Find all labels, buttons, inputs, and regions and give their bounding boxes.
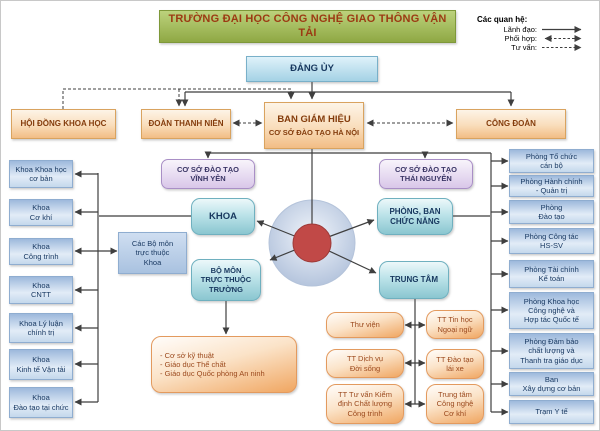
office-node-dao-tao: Phòng Đào tạo bbox=[509, 200, 594, 224]
node-dang-uy: ĐẢNG ỦY bbox=[246, 56, 378, 82]
legend-item-advisory: Tư vấn: bbox=[477, 43, 599, 52]
center-node-cong-nghe-co-khi: Trung tâm Công nghệ Cơ khí bbox=[426, 384, 484, 424]
office-node-xay-dung-co-ban: Ban Xây dựng cơ bản bbox=[509, 372, 594, 396]
office-node-khoa-hoc-cong-nghe: Phòng Khoa học Công nghệ và Hợp tác Quốc… bbox=[509, 292, 594, 329]
legend-item-leadership: Lãnh đạo: bbox=[477, 25, 599, 34]
solid-arrow-icon bbox=[542, 26, 582, 33]
faculty-node-co-khi: Khoa Cơ khí bbox=[9, 199, 73, 226]
legend-heading: Các quan hệ: bbox=[477, 15, 528, 24]
faculty-node-cntt: Khoa CNTT bbox=[9, 276, 73, 304]
node-co-so-thai-nguyen: CƠ SỞ ĐÀO TẠO THÁI NGUYÊN bbox=[379, 159, 473, 189]
node-cac-bo-mon: Các Bộ môn trực thuộc Khoa bbox=[118, 232, 187, 274]
faculty-node-cong-trinh: Khoa Công trình bbox=[9, 238, 73, 265]
center-node-tin-hoc-ngoai-ngu: TT Tin học Ngoại ngữ bbox=[426, 310, 484, 339]
ban-giam-hieu-sublabel: CƠ SỞ ĐÀO TẠO HÀ NỘI bbox=[268, 128, 360, 138]
node-ban-giam-hieu: BAN GIÁM HIỆU CƠ SỞ ĐÀO TẠO HÀ NỘI bbox=[264, 102, 364, 149]
node-phong-ban-hub: PHÒNG, BAN CHỨC NĂNG bbox=[377, 198, 453, 235]
faculty-node-dao-tao-tai-chuc: Khoa Đào tạo tại chức bbox=[9, 387, 73, 418]
center-node-thu-vien: Thư viện bbox=[326, 312, 404, 338]
office-node-dam-bao-chat-luong: Phòng Đảm bảo chất lượng và Thanh tra gi… bbox=[509, 333, 594, 369]
office-node-hanh-chinh-quan-tri: Phòng Hành chính - Quản trị bbox=[509, 175, 594, 197]
node-bo-mon-truong-hub: BỘ MÔN TRỰC THUỘC TRƯỜNG bbox=[191, 259, 261, 301]
node-hoi-dong-khoa-hoc: HỘI ĐỒNG KHOA HỌC bbox=[11, 109, 116, 139]
center-node-tu-van-kiem-dinh: TT Tư vấn Kiểm định Chất lượng Công trìn… bbox=[326, 384, 404, 424]
office-node-to-chuc-can-bo: Phòng Tổ chức cán bộ bbox=[509, 149, 594, 173]
legend-item-coordination: Phối hợp: bbox=[477, 34, 599, 43]
relations-legend: Các quan hệ: Lãnh đạo: Phối hợp: Tư vấn: bbox=[477, 15, 599, 52]
office-node-cong-tac-hssv: Phòng Công tác HS-SV bbox=[509, 228, 594, 254]
node-doan-thanh-nien: ĐOÀN THANH NIÊN bbox=[141, 109, 231, 139]
university-title: TRƯỜNG ĐẠI HỌC CÔNG NGHỆ GIAO THÔNG VẬN … bbox=[159, 10, 456, 43]
ban-giam-hieu-label: BAN GIÁM HIỆU bbox=[277, 113, 351, 125]
center-node-dao-tao-lai-xe: TT Đào tạo lái xe bbox=[426, 349, 484, 379]
faculty-node-khoa-hoc-co-ban: Khoa Khoa học cơ bản bbox=[9, 160, 73, 188]
node-trung-tam-hub: TRUNG TÂM bbox=[379, 261, 449, 299]
double-dashed-arrow-icon bbox=[544, 35, 582, 42]
hub-center-dot bbox=[292, 223, 332, 263]
node-dept-list: - Cơ sở kỹ thuật - Giáo dục Thể chất - G… bbox=[151, 336, 297, 393]
node-khoa-hub: KHOA bbox=[191, 198, 255, 235]
office-node-tram-y-te: Trạm Y tế bbox=[509, 400, 594, 424]
faculty-node-kinh-te-van-tai: Khoa Kinh tế Vận tải bbox=[9, 349, 73, 380]
center-node-dich-vu-doi-song: TT Dịch vụ Đời sống bbox=[326, 349, 404, 378]
node-co-so-vinh-yen: CƠ SỞ ĐÀO TẠO VĨNH YÊN bbox=[161, 159, 255, 189]
office-node-tai-chinh-ke-toan: Phòng Tài chính Kế toán bbox=[509, 260, 594, 288]
dashed-arrow-icon bbox=[542, 44, 582, 51]
node-cong-doan: CÔNG ĐOÀN bbox=[456, 109, 566, 139]
faculty-node-ly-luan-chinh-tri: Khoa Lý luận chính trị bbox=[9, 313, 73, 343]
